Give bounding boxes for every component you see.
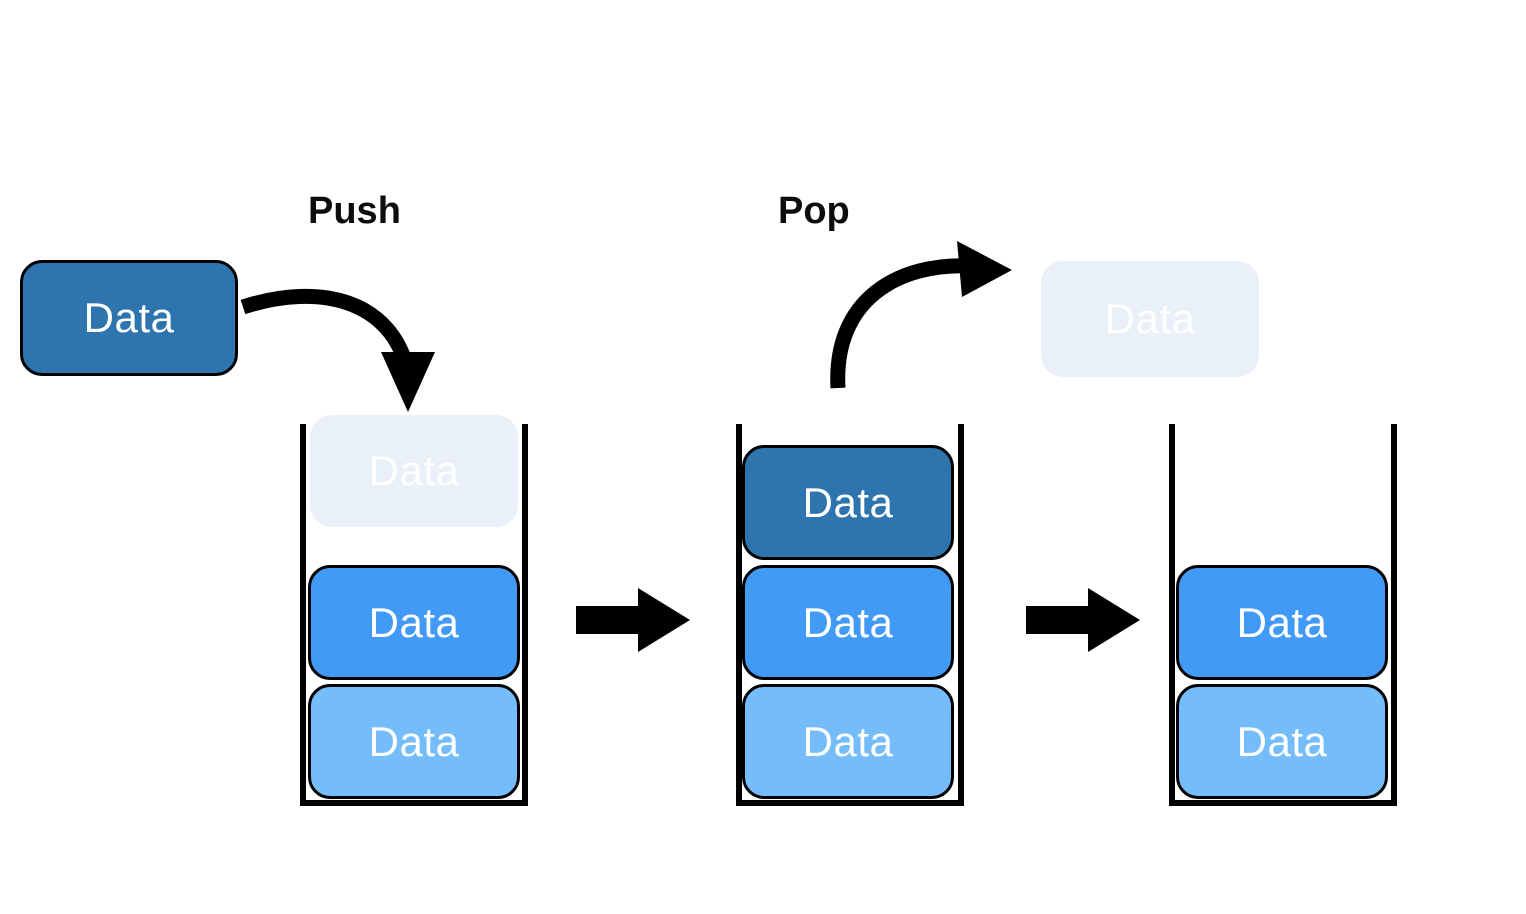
stack-after-pop bbox=[1169, 424, 1397, 806]
stack3-slot-bottom[interactable]: Data bbox=[1176, 684, 1388, 799]
incoming-data-label: Data bbox=[83, 294, 175, 341]
pop-curved-arrow bbox=[830, 241, 1012, 389]
stack2-slot-top[interactable]: Data bbox=[742, 445, 954, 560]
stack-before-push bbox=[300, 424, 528, 806]
stack3-slot-middle[interactable]: Data bbox=[1176, 565, 1388, 680]
stack1-slot-middle[interactable]: Data bbox=[308, 565, 520, 680]
stack1-slot-bottom[interactable]: Data bbox=[308, 684, 520, 799]
stack1-slot-top-label: Data bbox=[368, 447, 460, 494]
push-curved-arrow bbox=[240, 288, 435, 412]
stack2-slot-top-label: Data bbox=[802, 478, 894, 526]
stack2-slot-bottom-label: Data bbox=[802, 717, 894, 765]
stack3-slot-bottom-label: Data bbox=[1236, 717, 1328, 765]
transition-arrow-1 bbox=[576, 588, 690, 652]
incoming-data-box[interactable]: Data bbox=[20, 260, 238, 376]
stack2-slot-bottom[interactable]: Data bbox=[742, 684, 954, 799]
stack1-slot-bottom-label: Data bbox=[368, 717, 460, 765]
stack2-slot-middle-label: Data bbox=[802, 598, 894, 646]
stack1-slot-middle-label: Data bbox=[368, 598, 460, 646]
pop-label: Pop bbox=[778, 190, 850, 232]
stack2-slot-middle[interactable]: Data bbox=[742, 565, 954, 680]
stack3-slot-middle-label: Data bbox=[1236, 598, 1328, 646]
outgoing-data-label: Data bbox=[1104, 295, 1196, 342]
stack1-slot-top[interactable]: Data bbox=[310, 415, 518, 527]
outgoing-data-box[interactable]: Data bbox=[1041, 261, 1259, 377]
transition-arrow-2 bbox=[1026, 588, 1140, 652]
push-label: Push bbox=[308, 190, 401, 232]
stack-after-push bbox=[736, 424, 964, 806]
